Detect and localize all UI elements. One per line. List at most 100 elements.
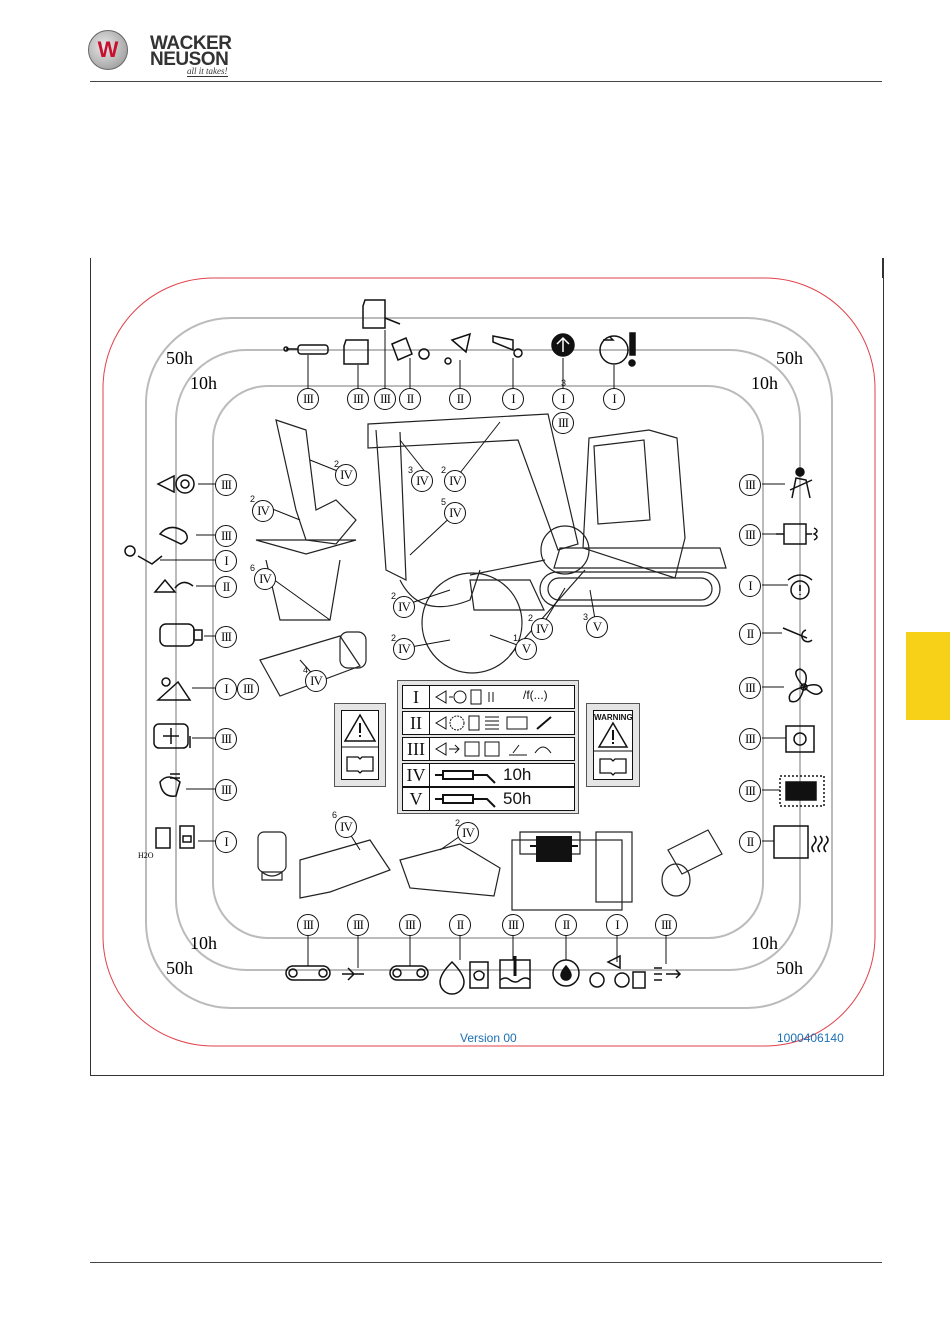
interval-marker: II [215,576,237,598]
legend-row-number: V [403,788,430,810]
machine-marker: IV [457,822,479,844]
marker-superscript: 2 [455,818,461,828]
door-icon [343,339,369,365]
part-number: 1000406140 [777,1031,844,1045]
grease-gun-icon [435,794,496,808]
interval-label: 50h [776,348,803,368]
interval-label: 50h [776,958,803,978]
interval-marker: II [449,388,471,410]
brand-name-line1: WACKER [150,33,232,54]
interval-label: 10h [190,373,217,393]
grease-hand-icon [158,526,188,545]
seat-belt-icon [789,467,813,499]
grease-gun-icon [342,967,364,981]
interval-label: 10h [190,933,217,953]
interval-marker: III [739,474,761,496]
interval-marker: I [215,831,237,853]
joystick-panel-icon [153,723,191,749]
interval-marker: III [399,914,421,936]
cab-door-icon [362,299,401,329]
particle-filter-icon [654,967,682,981]
legend-row: V 50h [402,787,575,811]
h2o-label: H2O [138,851,154,860]
coolant-icon [785,725,815,753]
legend-row-icons [435,741,552,757]
gear-oil-icon [552,959,580,987]
left-connectors [160,483,215,842]
marker-superscript: 1 [513,633,519,643]
filter-set-icon [589,954,646,989]
interval-marker: III [655,914,677,936]
interval-marker: III [739,780,761,802]
interval-label: 50h [166,348,193,368]
machine-marker: IV [444,502,466,524]
header-rule [90,81,882,82]
interval-marker: III [739,677,761,699]
interval-marker: II [739,831,761,853]
interval-marker: III [552,412,574,434]
machine-marker: IV [335,464,357,486]
logo-letter: W [97,37,119,62]
interval-marker: I [603,388,625,410]
marker-superscript: 2 [250,494,256,504]
engine-check-icon [779,775,825,807]
bottom-connectors [307,935,667,968]
oil-hand-icon [159,773,181,797]
interval-marker: I [606,914,628,936]
grease-gun-icon [435,770,496,784]
right-column-icons [773,467,829,859]
grease-nipple-icon [444,332,472,365]
interval-legend: I /f(...) II III IV 10h V 50 [397,680,579,814]
marker-superscript: 6 [250,563,256,573]
interval-label: 10h [751,933,778,953]
machine-marker: IV [393,596,415,618]
marker-superscript: 3 [583,612,589,622]
legend-row: I /f(...) [402,685,575,709]
legend-row-icons [435,689,494,705]
footer-rule [90,1262,882,1263]
exhaust-icon [776,523,818,545]
slew-grease-icon [153,578,194,593]
marker-superscript: 4 [303,665,309,675]
machine-marker: IV [531,618,553,640]
marker-superscript: 6 [332,810,338,820]
machine-marker: V [515,638,537,660]
warning-triangle-icon [594,721,632,776]
interval-marker: III [502,914,524,936]
radiator-heat-icon [773,825,829,859]
fuel-water-drain-icon [155,825,195,849]
warning-triangle-icon [342,713,378,774]
interval-label: 50h [166,958,193,978]
machine-marker: IV [444,470,466,492]
manual-warning-sign [334,703,386,787]
marker-superscript: 5 [441,497,447,507]
track-tension-icon [285,965,331,981]
interval-marker: III [347,388,369,410]
interval-marker: II [555,914,577,936]
interval-marker: III [297,914,319,936]
legend-row: II [402,711,575,735]
interval-marker: III [297,388,319,410]
interval-tracks [145,317,833,1009]
interval-marker: I [215,678,237,700]
horn-icon [492,335,523,358]
bottom-row-icons [285,954,682,995]
hydraulic-tank-icon [499,956,531,989]
timer-grease-icon [124,545,163,565]
machine-marker: IV [411,470,433,492]
machine-marker: IV [254,568,276,590]
machine-marker: IV [252,500,274,522]
frame-tick [882,258,883,278]
brand-slogan: all it takes! [187,66,228,77]
machine-marker: IV [393,638,415,660]
interval-marker: III [237,678,259,700]
machine-marker: IV [335,816,357,838]
interval-marker: III [739,728,761,750]
interval-marker: III [347,914,369,936]
interval-marker: III [215,474,237,496]
fan-icon [788,668,823,703]
excavator-illustration [255,413,727,911]
marker-superscript: 2 [528,613,534,623]
marker-superscript: 2 [334,459,340,469]
chapter-tab [906,632,950,720]
